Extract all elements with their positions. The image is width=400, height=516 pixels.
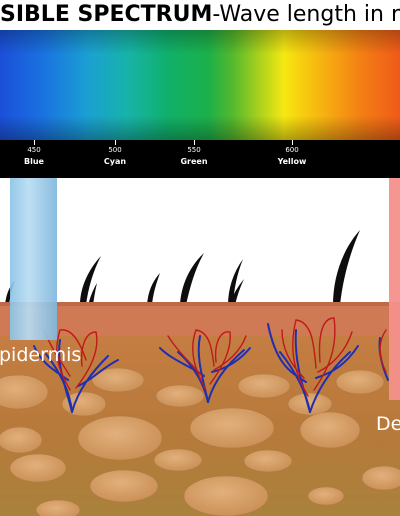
cell [361,465,400,491]
vein [309,351,351,413]
tick-color-name: Green [180,157,208,166]
cell [307,486,345,506]
cell [0,426,43,454]
capillary-network [33,317,389,413]
cell [183,475,269,516]
artery [56,329,87,391]
air-background [0,178,400,305]
skin-cross-section [0,178,400,516]
cell [299,411,361,449]
tick-color-name: Yellow [277,157,307,166]
hair [80,256,101,305]
artery [213,335,247,371]
title-bold: SIBLE SPECTRUM [0,2,213,27]
hair [333,230,360,305]
cell [35,499,81,516]
dermis-label: De [376,413,400,435]
vein [33,345,69,381]
cell [243,449,293,473]
tick-600: 600 Yellow [262,140,322,168]
vein [77,359,119,387]
cell [335,369,385,395]
cell [77,415,163,461]
artery [209,331,231,385]
tick-mark [114,140,116,145]
artery [317,331,353,373]
tick-mark [33,140,35,145]
cell [237,373,291,399]
tick-550: 550 Green [164,140,224,168]
artery [292,319,317,397]
tick-value: 450 [27,146,41,154]
vein [197,335,209,403]
artery [75,331,98,389]
title-rest: -Wave length in r [212,2,400,27]
vein [211,347,251,373]
blue-light-beam [10,178,57,340]
visible-spectrum-band [0,30,400,140]
cell [287,392,333,416]
epidermis-label: pidermis [0,344,82,366]
artery [192,329,215,391]
artery [167,335,203,377]
artery [281,329,305,379]
cell [9,453,67,483]
tick-color-name: Blue [24,157,44,166]
dermis-cells [0,367,400,516]
spectrum-title: SIBLE SPECTRUM-Wave length in r [0,0,400,30]
tick-500: 500 Cyan [85,140,145,168]
tick-mark [193,140,195,145]
hair [228,259,243,305]
vein [207,349,245,403]
arteries [43,317,387,397]
cell [155,384,205,408]
cell [153,448,203,472]
hair [147,273,160,305]
tick-value: 550 [187,146,201,154]
tick-450: 450 Blue [4,140,64,168]
tick-color-name: Cyan [103,157,127,166]
title-bar: SIBLE SPECTRUM-Wave length in r [0,0,400,30]
cell [0,374,49,410]
cell [91,367,145,393]
vein [315,345,359,379]
tick-value: 500 [108,146,122,154]
hair [180,253,204,305]
artery [379,329,387,373]
cell [189,407,275,449]
wavelength-scale: 450 Blue 500 Cyan 550 Green 600 Yellow [0,140,400,178]
artery [313,317,336,391]
tick-value: 600 [285,146,299,154]
epidermis-layer [0,303,400,339]
red-light-beam [389,178,400,400]
tick-mark [291,140,293,145]
vein [294,329,311,413]
vein [267,323,307,383]
epidermis-surface [0,302,400,306]
cell [89,469,159,503]
